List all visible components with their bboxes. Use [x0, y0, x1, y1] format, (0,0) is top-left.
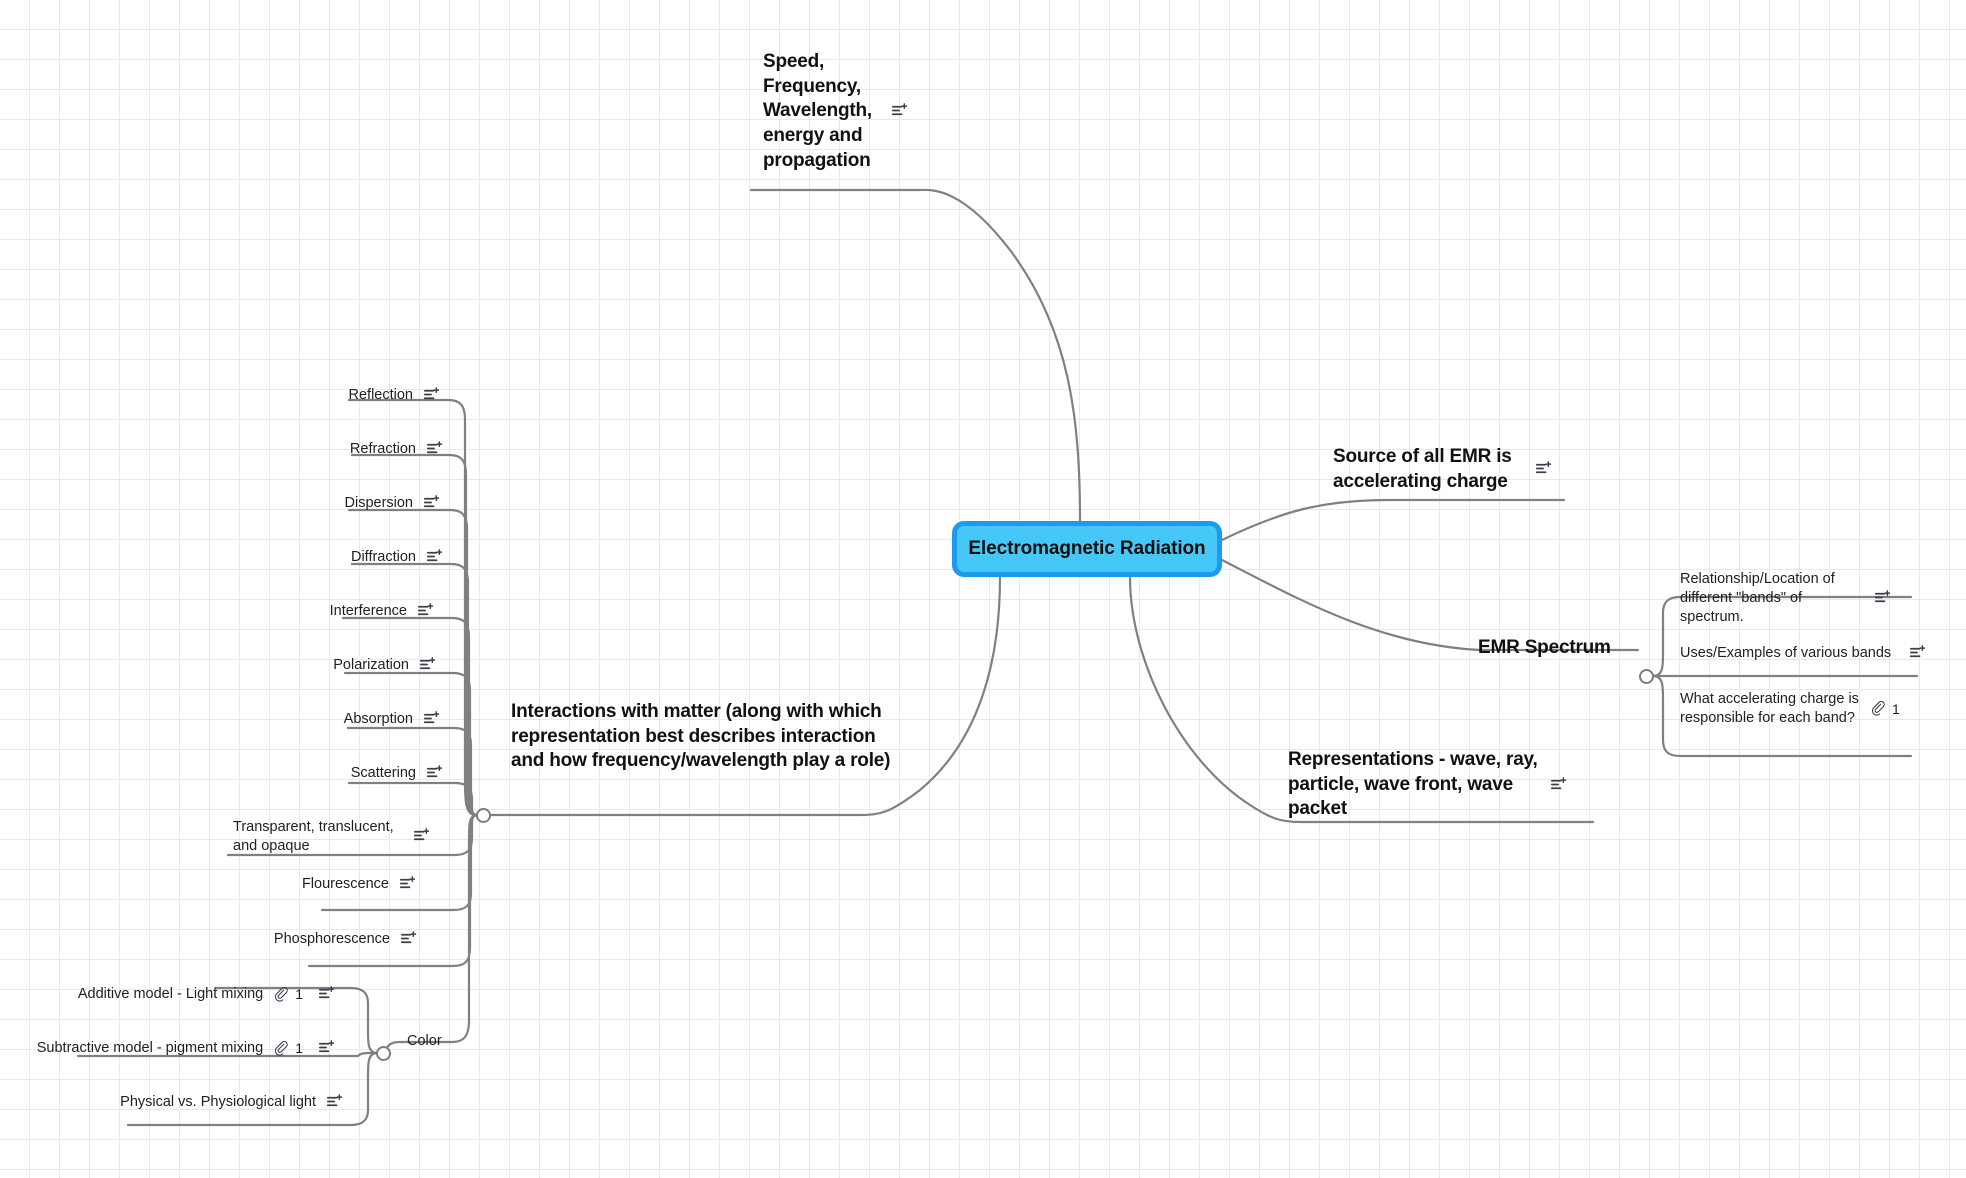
note-add-icon[interactable] — [1550, 776, 1567, 794]
note-add-icon[interactable] — [423, 495, 440, 512]
note-add-icon[interactable] — [891, 103, 908, 120]
interaction-child-flourescence-label: Flourescence — [301, 876, 389, 892]
interaction-child-flourescence[interactable]: Flourescence — [215, 875, 416, 894]
note-add-icon[interactable] — [318, 1040, 335, 1057]
interaction-child-reflection-label: Reflection — [348, 387, 413, 403]
note-add-icon[interactable] — [399, 876, 416, 893]
note-add-icon[interactable] — [413, 828, 430, 845]
color-child-physical-physiological[interactable]: Physical vs. Physiological light — [95, 1093, 343, 1112]
branch-interactions-with-matter-label: Interactions with matter (along with whi… — [511, 701, 891, 772]
note-add-icon[interactable] — [326, 1094, 343, 1111]
interaction-child-polarization[interactable]: Polarization — [234, 656, 436, 675]
attachment-count: 1 — [295, 1040, 303, 1057]
spectrum-child-uses-label: Uses/Examples of various bands — [1680, 644, 1892, 661]
collapse-handle-interactions[interactable] — [476, 808, 491, 823]
color-child-additive[interactable]: Additive model - Light mixing 1 — [40, 985, 335, 1004]
attachment-badge[interactable]: 1 — [273, 985, 303, 1003]
root-node[interactable]: Electromagnetic Radiation — [952, 521, 1222, 577]
attachment-count: 1 — [295, 986, 303, 1003]
note-add-icon[interactable] — [1909, 644, 1926, 662]
note-add-icon[interactable] — [423, 387, 440, 404]
collapse-handle-emr-spectrum[interactable] — [1639, 669, 1654, 684]
root-node-label: Electromagnetic Radiation — [968, 538, 1206, 559]
note-add-icon[interactable] — [417, 603, 434, 620]
color-child-additive-label: Additive model - Light mixing — [77, 986, 264, 1002]
color-child-subtractive[interactable]: Subtractive model - pigment mixing 1 — [10, 1039, 335, 1058]
branch-source-of-emr-label: Source of all EMR is accelerating charge — [1333, 446, 1512, 492]
branch-color[interactable]: Color — [407, 1028, 442, 1054]
interaction-child-absorption-label: Absorption — [343, 711, 413, 727]
branch-interactions-with-matter[interactable]: Interactions with matter (along with whi… — [511, 700, 901, 774]
collapse-handle-color[interactable] — [376, 1046, 391, 1061]
interaction-child-reflection[interactable]: Reflection — [240, 386, 440, 405]
spectrum-child-accelerating-charge[interactable]: What accelerating charge is responsible … — [1680, 690, 1920, 728]
note-add-icon[interactable] — [400, 931, 417, 948]
interaction-child-polarization-label: Polarization — [333, 657, 409, 673]
interaction-child-transparent-translucent-opaque[interactable]: Transparent, translucent, and opaque — [233, 818, 443, 856]
attachment-badge[interactable]: 1 — [273, 1039, 303, 1057]
interaction-child-phosphorescence-label: Phosphorescence — [273, 931, 390, 947]
interaction-child-phosphorescence[interactable]: Phosphorescence — [192, 930, 417, 949]
attachment-icon[interactable] — [1870, 700, 1887, 717]
spectrum-child-relationship-label: Relationship/Location of different "band… — [1680, 571, 1835, 625]
interaction-child-refraction-label: Refraction — [349, 441, 416, 457]
note-add-icon[interactable] — [1874, 590, 1891, 607]
interaction-child-refraction[interactable]: Refraction — [240, 440, 443, 459]
color-child-physical-physiological-label: Physical vs. Physiological light — [120, 1094, 316, 1110]
interaction-child-diffraction[interactable]: Diffraction — [240, 548, 443, 567]
branch-representations[interactable]: Representations - wave, ray, particle, w… — [1288, 748, 1588, 822]
spectrum-child-uses[interactable]: Uses/Examples of various bands — [1680, 639, 1926, 667]
attachment-badge[interactable]: 1 — [1870, 700, 1900, 718]
note-add-icon[interactable] — [423, 711, 440, 728]
interaction-child-interference[interactable]: Interference — [232, 602, 434, 621]
attachment-icon[interactable] — [273, 1040, 290, 1057]
attachment-count: 1 — [1892, 700, 1900, 717]
branch-speed-frequency[interactable]: Speed, Frequency, Wavelength, energy and… — [763, 50, 913, 173]
branch-emr-spectrum-label: EMR Spectrum — [1478, 636, 1611, 658]
interaction-child-transparent-translucent-opaque-label: Transparent, translucent, and opaque — [233, 819, 394, 854]
note-add-icon[interactable] — [426, 765, 443, 782]
interaction-child-dispersion[interactable]: Dispersion — [240, 494, 440, 513]
attachment-icon[interactable] — [273, 986, 290, 1003]
interaction-child-diffraction-label: Diffraction — [350, 549, 416, 565]
note-add-icon[interactable] — [426, 549, 443, 566]
interaction-child-absorption[interactable]: Absorption — [238, 710, 440, 729]
spectrum-child-accelerating-charge-label: What accelerating charge is responsible … — [1680, 691, 1859, 726]
branch-source-of-emr[interactable]: Source of all EMR is accelerating charge — [1333, 445, 1573, 494]
branch-emr-spectrum[interactable]: EMR Spectrum — [1478, 635, 1611, 661]
note-add-icon[interactable] — [426, 441, 443, 458]
interaction-child-interference-label: Interference — [329, 603, 407, 619]
note-add-icon[interactable] — [318, 986, 335, 1003]
note-add-icon[interactable] — [419, 657, 436, 674]
interaction-child-scattering[interactable]: Scattering — [240, 764, 443, 783]
interaction-child-dispersion-label: Dispersion — [344, 495, 414, 511]
note-add-icon[interactable] — [1535, 461, 1552, 478]
branch-color-label: Color — [407, 1032, 442, 1049]
interaction-child-scattering-label: Scattering — [350, 765, 416, 781]
color-child-subtractive-label: Subtractive model - pigment mixing — [36, 1040, 264, 1056]
branch-speed-frequency-label: Speed, Frequency, Wavelength, energy and… — [763, 51, 872, 171]
spectrum-child-relationship[interactable]: Relationship/Location of different "band… — [1680, 570, 1920, 627]
branch-representations-label: Representations - wave, ray, particle, w… — [1288, 749, 1538, 820]
